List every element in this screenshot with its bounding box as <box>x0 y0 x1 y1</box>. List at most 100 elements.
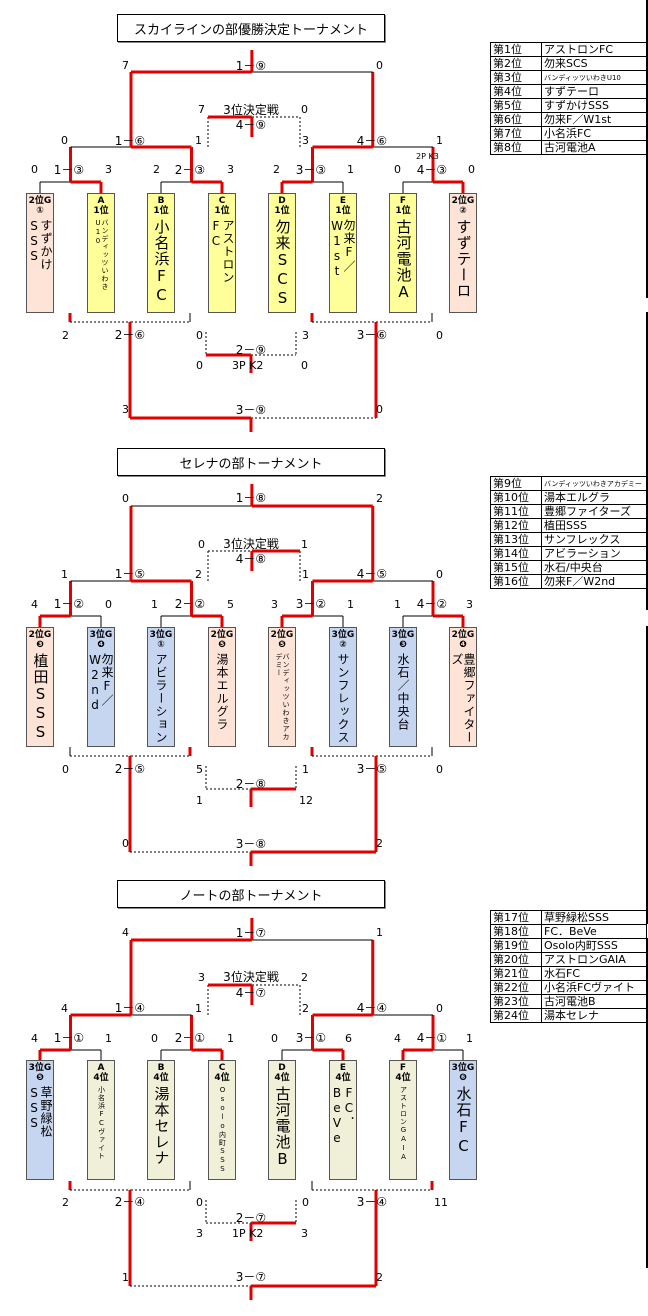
score: 0 <box>436 1002 443 1015</box>
score: 0 <box>151 1032 158 1045</box>
team-name: 古河電池A <box>394 219 413 302</box>
team-name: すずテーロ <box>454 219 473 299</box>
score: 0 <box>196 1196 203 1209</box>
team-name: 豊郷ファイターズ <box>450 653 476 744</box>
team-rank: ❸ <box>36 640 44 650</box>
team-name: 草野緑松SSS <box>27 1086 53 1138</box>
match-label: 4－⑥ <box>356 134 388 148</box>
team-name: 小名浜FC <box>152 219 171 305</box>
team-group: 3位G <box>28 1063 52 1073</box>
match-label: 4－③ <box>416 163 448 177</box>
score: 3 <box>122 403 129 416</box>
ranking-team: 植田SSS <box>541 518 647 533</box>
score: 1 <box>122 1271 129 1284</box>
ranking-row: 第12位植田SSS <box>490 518 647 533</box>
match-label: 3－④ <box>356 1195 388 1209</box>
ranking-row: 第4位すずテーロ <box>490 84 647 99</box>
ranking-row: 第16位勿来F／W2nd <box>490 574 647 589</box>
match-label: 4－④ <box>356 1001 388 1015</box>
team-group: 2位G <box>28 630 52 640</box>
team-group: A <box>97 1063 105 1073</box>
third-place-label: 3位決定戦 <box>223 537 279 551</box>
team-group: F <box>399 196 407 206</box>
score: 4 <box>122 926 129 939</box>
score: 5 <box>227 598 234 611</box>
match-label: 2－② <box>174 597 206 611</box>
score: 0 <box>105 598 112 611</box>
ranking-place: 第17位 <box>490 910 542 925</box>
score: 5 <box>196 763 203 776</box>
match-label: 3－⑦ <box>235 1270 267 1284</box>
team-rank: 4位 <box>274 1073 290 1083</box>
ranking-team: 勿来SCS <box>541 56 647 71</box>
team-rank: 4位 <box>153 1073 169 1083</box>
score: 0 <box>376 59 383 72</box>
ranking-row: 第6位勿来F／W1st <box>490 112 647 127</box>
tournament-title: セレナの部トーナメント <box>117 448 385 476</box>
match-label: 3－⑧ <box>235 837 267 851</box>
score: 0 <box>436 763 443 776</box>
ranking-place: 第20位 <box>490 952 542 967</box>
score: 0 <box>376 403 383 416</box>
ranking-team: アストロンFC <box>541 42 647 57</box>
score: 0 <box>198 538 205 551</box>
ranking-place: 第1位 <box>490 42 542 57</box>
ranking-row: 第8位古河電池A <box>490 140 647 155</box>
score: 1 <box>301 538 308 551</box>
ranking-place: 第16位 <box>490 574 542 589</box>
match-label: 3－⑤ <box>356 762 388 776</box>
match-label: 1－⑦ <box>235 926 267 940</box>
team-group: 3位G <box>451 1063 475 1073</box>
team-rank: ① <box>36 206 44 216</box>
match-label: 3－② <box>295 597 327 611</box>
ranking-row: 第24位湯本セレナ <box>490 1008 647 1023</box>
team-rank: 1位 <box>395 206 411 216</box>
score: 12 <box>299 794 313 807</box>
score: 1 <box>302 568 309 581</box>
match-label: 2－① <box>174 1031 206 1045</box>
match-label: 1－⑤ <box>114 567 146 581</box>
ranking-row: 第9位バンディッツいわきアカデミー <box>490 476 647 491</box>
ranking-row: 第15位水石/中央台 <box>490 560 647 575</box>
match-label: 3－③ <box>295 163 327 177</box>
divider-line <box>646 938 648 1268</box>
team-rank: ❹ <box>97 640 105 650</box>
ranking-team: 水石/中央台 <box>541 560 647 575</box>
score: 1 <box>347 163 354 176</box>
ranking-team: すずテーロ <box>541 84 647 99</box>
team-name: 湯本セレナ <box>152 1086 171 1166</box>
ranking-place: 第13位 <box>490 532 542 547</box>
score: 1 <box>195 1002 202 1015</box>
ranking-team: 古河電池A <box>541 140 647 155</box>
score: 0 <box>301 103 308 116</box>
score: 2 <box>62 329 69 342</box>
ranking-row: 第11位豊郷ファイターズ <box>490 504 647 519</box>
team-name: 水石／中央台 <box>396 653 410 731</box>
team-rank: ① <box>157 640 165 650</box>
ranking-place: 第8位 <box>490 140 542 155</box>
ranking-team: 湯本エルグラ <box>541 490 647 505</box>
ranking-row: 第5位すずかけSSS <box>490 98 647 113</box>
score: 0 <box>196 329 203 342</box>
match-label: 2－⑦ <box>235 1211 267 1225</box>
ranking-place: 第7位 <box>490 126 542 141</box>
team-group: F <box>399 1063 407 1073</box>
team-rank: 4位 <box>335 1073 351 1083</box>
match-label: 1－⑧ <box>235 491 267 505</box>
score: 2 <box>195 568 202 581</box>
team-group: C <box>218 196 226 206</box>
team-group: E <box>339 1063 347 1073</box>
ranking-row: 第13位サンフレックス <box>490 532 647 547</box>
score: 0 <box>271 1032 278 1045</box>
score: 1 <box>436 134 443 147</box>
team-group: C <box>218 1063 226 1073</box>
score: 7 <box>122 59 129 72</box>
score: 3 <box>198 971 205 984</box>
match-label: 1－③ <box>53 163 85 177</box>
